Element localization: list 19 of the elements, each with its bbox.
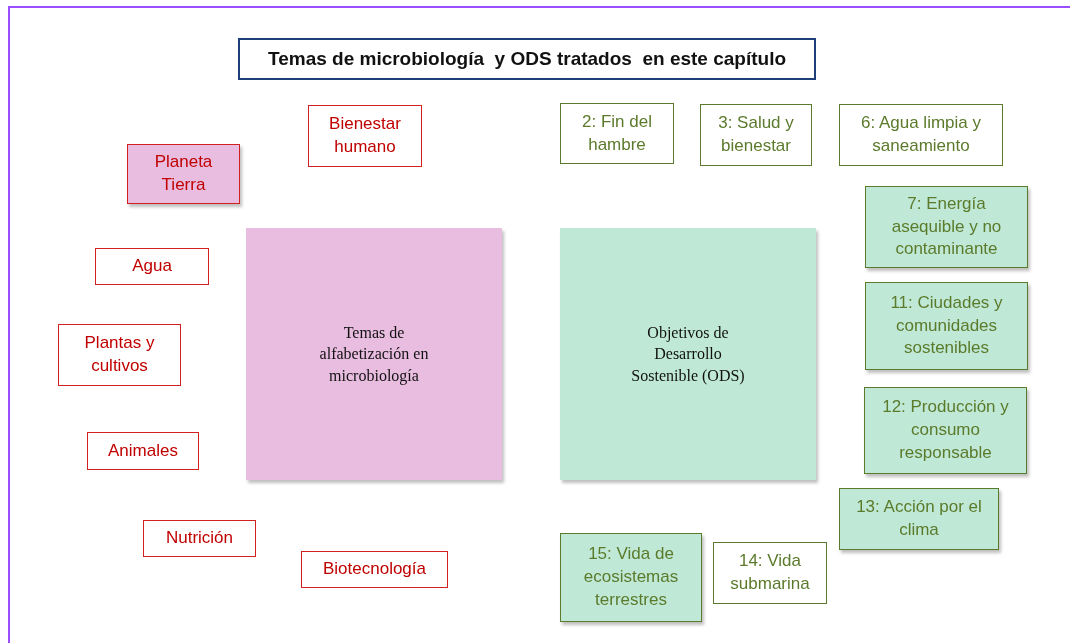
goal-box: 14: Vida submarina xyxy=(713,542,827,604)
goal-box: 3: Salud y bienestar xyxy=(700,104,812,166)
topic-box: Biotecnología xyxy=(301,551,448,588)
title-box: Temas de microbiología y ODS tratados en este capítulo xyxy=(238,38,816,80)
goal-box: 11: Ciudades y comunidades sostenibles xyxy=(865,282,1028,370)
goal-box: 2: Fin del hambre xyxy=(560,103,674,164)
topic-box: Agua xyxy=(95,248,209,285)
goal-box: 15: Vida de ecosistemas terrestres xyxy=(560,533,702,622)
topic-box: Plantas y cultivos xyxy=(58,324,181,386)
topic-box: Animales xyxy=(87,432,199,470)
goal-box: 6: Agua limpia y saneamiento xyxy=(839,104,1003,166)
central-goal-box: Objetivos de Desarrollo Sostenible (ODS) xyxy=(560,228,816,480)
goal-box: 13: Acción por el clima xyxy=(839,488,999,550)
topic-box: Bienestar humano xyxy=(308,105,422,167)
topic-box: Planeta Tierra xyxy=(127,144,240,204)
goal-box: 7: Energía asequible y no contaminante xyxy=(865,186,1028,268)
goal-box: 12: Producción y consumo responsable xyxy=(864,387,1027,474)
central-topic-box: Temas de alfabetización en microbiología xyxy=(246,228,502,480)
topic-box: Nutrición xyxy=(143,520,256,557)
